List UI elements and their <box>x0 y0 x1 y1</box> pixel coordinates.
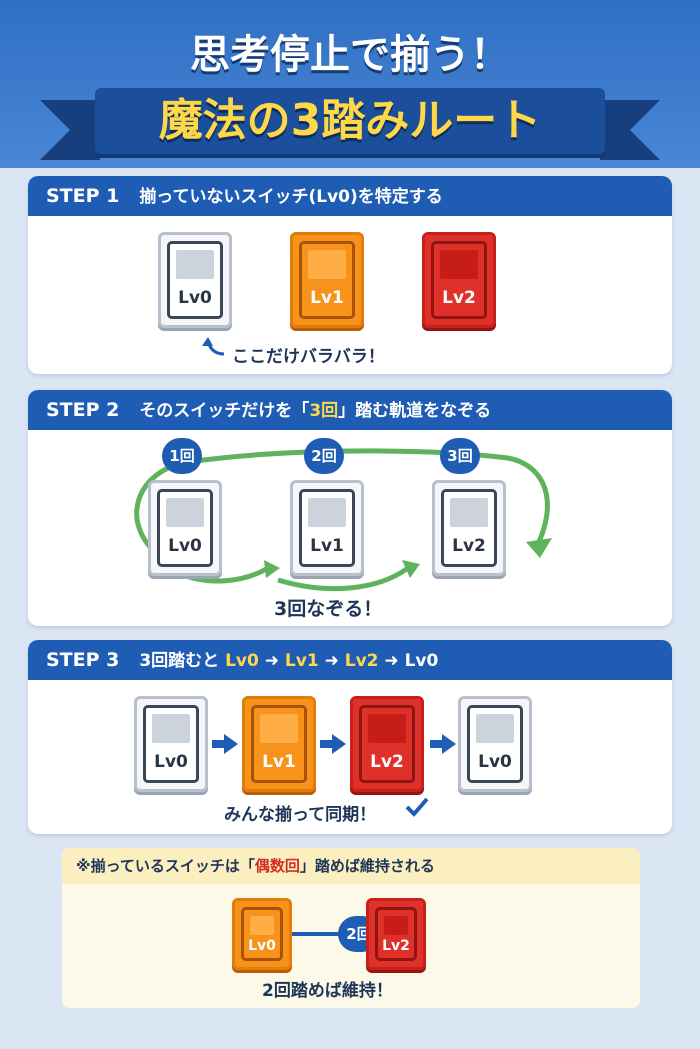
step2-instruction-b: 」踏む軌道をなぞる <box>338 401 492 421</box>
arrow-right-icon <box>320 734 346 754</box>
trace-loop-arrow <box>134 448 552 592</box>
title-ribbon <box>95 88 605 154</box>
seq-lv0: Lv0 <box>225 651 259 671</box>
switch-label: Lv2 <box>442 288 476 308</box>
step2-instruction-highlight: 3回 <box>309 401 339 421</box>
step3-number: STEP 3 <box>46 649 120 671</box>
step2-header: STEP 2 そのスイッチだけを「3回」踏む軌道をなぞる <box>28 390 672 430</box>
even-rule-highlight: 偶数回 <box>254 857 300 875</box>
switch-lv1: Lv1 <box>290 480 364 576</box>
switch-lv2: Lv2 <box>422 232 496 328</box>
ribbon-tail-right <box>600 100 660 160</box>
step3-note: みんな揃って同期！ <box>224 805 377 825</box>
arrow-right-icon <box>212 734 238 754</box>
even-rule-card: ※揃っているスイッチは「偶数回」踏めば維持される Lv0 2回 Lv2 2回踏め… <box>62 848 640 1008</box>
arrow-icon: ➜ <box>264 651 279 671</box>
ribbon-tail-left <box>40 100 100 160</box>
even-rule-note: 2回踏めば維持！ <box>262 981 393 1001</box>
switch-lv2: Lv2 <box>350 696 424 792</box>
even-rule-text-a: ※揃っているスイッチは「 <box>76 857 255 875</box>
switch-lv0: Lv0 <box>148 480 222 576</box>
even-rule-text-b: 」踏めば維持される <box>299 857 435 875</box>
seq-lv1: Lv1 <box>284 651 319 671</box>
switch-label: Lv0 <box>248 938 276 954</box>
switch-lv1: Lv1 <box>242 696 316 792</box>
curved-arrow-icon <box>202 337 225 356</box>
switch-label: Lv1 <box>310 288 344 308</box>
switch-label: Lv0 <box>478 752 512 772</box>
switch-label: Lv0 <box>154 752 188 772</box>
switch-lv1: Lv1 <box>290 232 364 328</box>
step1-note: ここだけバラバラ！ <box>232 347 385 367</box>
switch-label: Lv1 <box>262 752 296 772</box>
seq-lv0-end: Lv0 <box>404 651 439 671</box>
step2-card: STEP 2 そのスイッチだけを「3回」踏む軌道をなぞる 1回 2回 3回 Lv… <box>28 390 672 626</box>
step3-header: STEP 3 3回踏むと Lv0 ➜ Lv1 ➜ Lv2 ➜ Lv0 <box>28 640 672 680</box>
switch-label: Lv0 <box>178 288 212 308</box>
step3-instruction: 3回踏むと <box>139 651 226 671</box>
switch-lv2: Lv2 <box>432 480 506 576</box>
checkmark-icon <box>405 797 429 817</box>
page-title: 思考停止で揃う！ <box>190 32 510 78</box>
seq-lv2: Lv2 <box>344 651 379 671</box>
count-badge: 1回 <box>162 438 202 474</box>
step2-number: STEP 2 <box>46 399 120 421</box>
count-badge: 3回 <box>440 438 480 474</box>
step2-note: 3回なぞる！ <box>274 598 383 620</box>
switch-lv0: Lv0 <box>134 696 208 792</box>
switch-lv0-orange: Lv0 <box>232 898 292 970</box>
step1-card: STEP 1 揃っていないスイッチ(Lv0)を特定する Lv0 Lv1 Lv2 … <box>28 176 672 374</box>
step3-card: STEP 3 3回踏むと Lv0 ➜ Lv1 ➜ Lv2 ➜ Lv0 Lv0 L… <box>28 640 672 834</box>
arrow-right-icon <box>430 734 456 754</box>
arrow-icon: ➜ <box>384 651 399 671</box>
switch-lv0-final: Lv0 <box>458 696 532 792</box>
switch-lv0: Lv0 <box>158 232 232 328</box>
step1-instruction: 揃っていないスイッチ(Lv0)を特定する <box>139 187 443 207</box>
step1-header: STEP 1 揃っていないスイッチ(Lv0)を特定する <box>28 176 672 216</box>
switch-label: Lv2 <box>382 938 410 954</box>
page-subtitle: 魔法の3踏みルート <box>158 95 542 146</box>
switch-label: Lv2 <box>452 536 486 556</box>
switch-label: Lv2 <box>370 752 404 772</box>
step1-number: STEP 1 <box>46 185 120 207</box>
even-rule-header: ※揃っているスイッチは「偶数回」踏めば維持される <box>62 848 640 884</box>
arrow-icon: ➜ <box>324 651 339 671</box>
switch-lv2: Lv2 <box>366 898 426 970</box>
count-badge: 2回 <box>304 438 344 474</box>
switch-label: Lv0 <box>168 536 202 556</box>
switch-label: Lv1 <box>310 536 344 556</box>
step2-instruction-a: そのスイッチだけを「 <box>139 401 310 421</box>
